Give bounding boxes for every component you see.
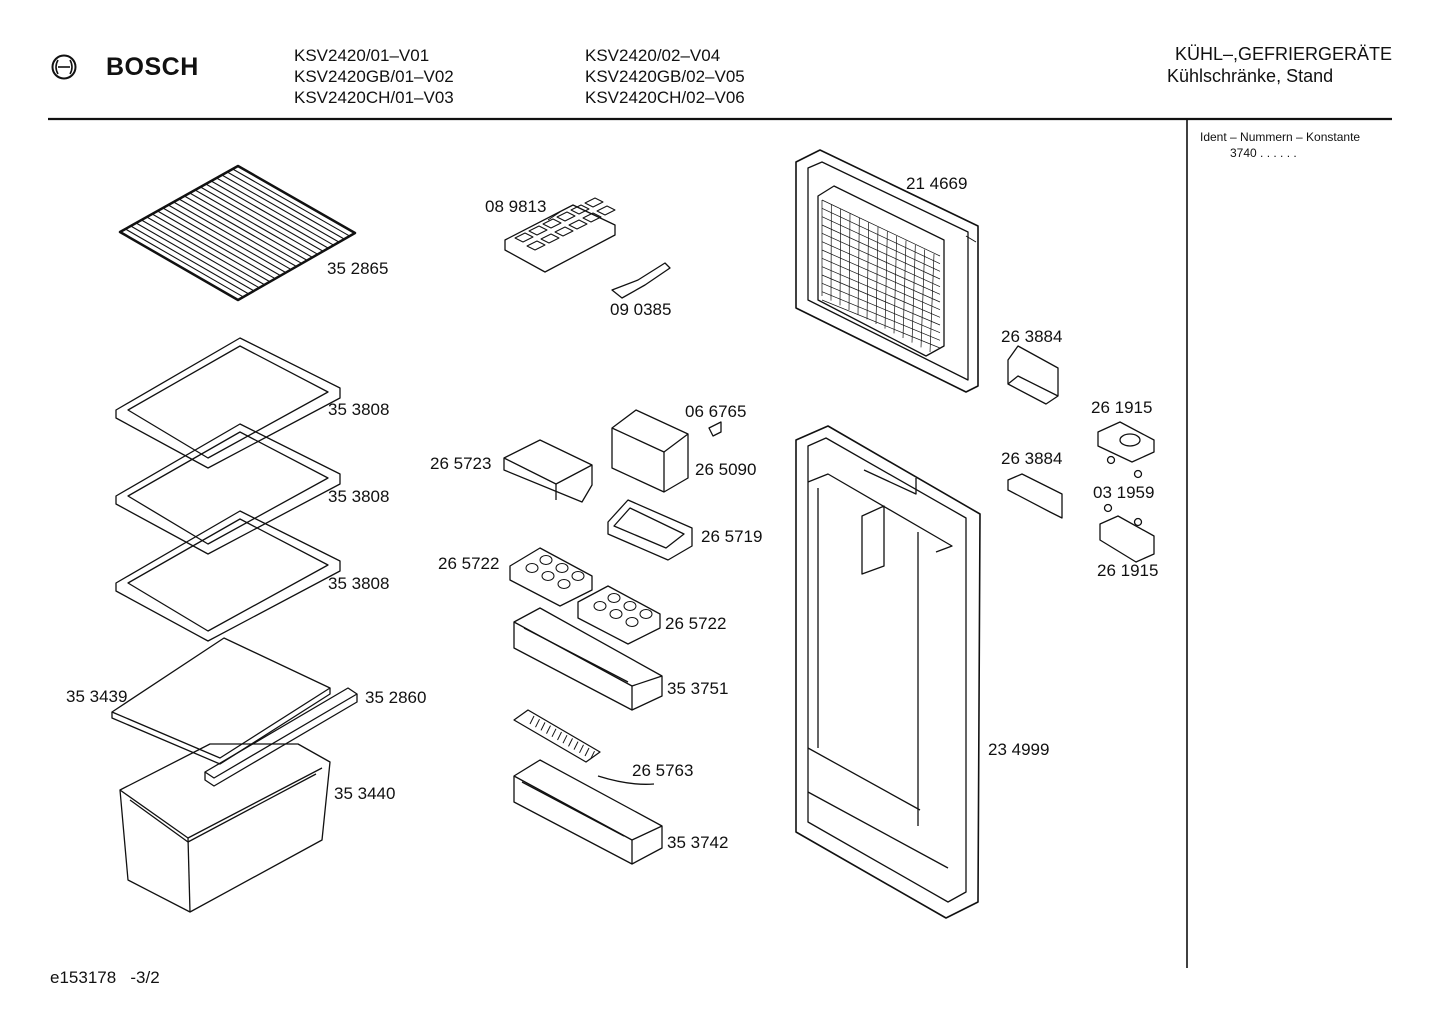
handle-part-lower xyxy=(1008,474,1062,518)
part-label-261915-1: 26 1915 xyxy=(1091,398,1153,417)
part-label-353439: 35 3439 xyxy=(66,687,128,706)
fridge-door-part xyxy=(796,426,980,918)
part-label-261915-2: 26 1915 xyxy=(1097,561,1159,580)
washer-parts xyxy=(1105,457,1142,526)
handle-part-upper xyxy=(1008,346,1058,404)
part-label-090385: 09 0385 xyxy=(610,300,672,319)
glass-shelf-part-1 xyxy=(116,338,340,468)
part-label-031959: 03 1959 xyxy=(1093,483,1155,502)
part-label-352865: 35 2865 xyxy=(327,259,389,278)
part-label-265090: 26 5090 xyxy=(695,460,757,479)
bottle-retainer-part xyxy=(514,710,654,784)
dairy-compartment-part xyxy=(612,410,688,492)
freezer-door-part xyxy=(796,150,978,392)
ice-tray-part xyxy=(505,198,615,272)
bosch-logo-icon xyxy=(51,54,77,80)
hinge-part-lower xyxy=(1100,516,1154,562)
ident-value: 3740 . . . . . . xyxy=(1230,146,1297,160)
category-title: KÜHL–,GEFRIERGERÄTE xyxy=(1174,44,1392,64)
crisper-cover-part xyxy=(112,638,330,764)
model-col2-line3: KSV2420CH/02–V06 xyxy=(585,88,745,107)
glass-shelf-part-2 xyxy=(116,424,340,554)
cover-strip-part xyxy=(205,688,357,786)
part-label-353742: 35 3742 xyxy=(667,833,729,852)
part-label-353440: 35 3440 xyxy=(334,784,396,803)
screw-part xyxy=(709,422,721,436)
part-label-265763: 26 5763 xyxy=(632,761,694,780)
part-label-263884-2: 26 3884 xyxy=(1001,449,1063,468)
model-col2-line2: KSV2420GB/02–V05 xyxy=(585,67,745,86)
part-label-263884-1: 26 3884 xyxy=(1001,327,1063,346)
egg-tray-part-1 xyxy=(510,548,592,606)
part-label-214669: 21 4669 xyxy=(906,174,968,193)
part-label-265722-1: 26 5722 xyxy=(438,554,500,573)
part-label-353808-2: 35 3808 xyxy=(328,487,390,506)
model-col2-line1: KSV2420/02–V04 xyxy=(585,46,721,65)
door-bin-part-upper xyxy=(514,608,662,710)
part-label-089813: 08 9813 xyxy=(485,197,547,216)
part-label-234999: 23 4999 xyxy=(988,740,1050,759)
part-label-353808-1: 35 3808 xyxy=(328,400,390,419)
model-col1-line1: KSV2420/01–V01 xyxy=(294,46,430,65)
part-label-353751: 35 3751 xyxy=(667,679,729,698)
part-label-353808-3: 35 3808 xyxy=(328,574,390,593)
egg-tray-part-2 xyxy=(578,586,660,644)
category-subtitle: Kühlschränke, Stand xyxy=(1167,66,1334,86)
glass-shelf-part-3 xyxy=(116,511,340,641)
hinge-part-upper xyxy=(1098,422,1154,462)
footer-code: e153178 -3/2 xyxy=(50,968,160,987)
wire-shelf-part xyxy=(120,166,355,300)
door-bin-part-lower xyxy=(514,760,662,864)
leader-lines xyxy=(548,212,976,242)
dairy-lid-part xyxy=(608,500,692,560)
ice-scraper-part xyxy=(612,263,670,298)
model-col1-line3: KSV2420CH/01–V03 xyxy=(294,88,454,107)
part-label-265719: 26 5719 xyxy=(701,527,763,546)
part-label-265723: 26 5723 xyxy=(430,454,492,473)
part-label-352860: 35 2860 xyxy=(365,688,427,707)
crisper-drawer-part xyxy=(120,744,330,912)
part-label-066765: 06 6765 xyxy=(685,402,747,421)
part-label-265722-2: 26 5722 xyxy=(665,614,727,633)
ident-heading: Ident – Nummern – Konstante xyxy=(1200,130,1361,144)
brand-name: BOSCH xyxy=(106,53,199,81)
butter-tray-part xyxy=(504,440,592,502)
model-col1-line2: KSV2420GB/01–V02 xyxy=(294,67,454,86)
